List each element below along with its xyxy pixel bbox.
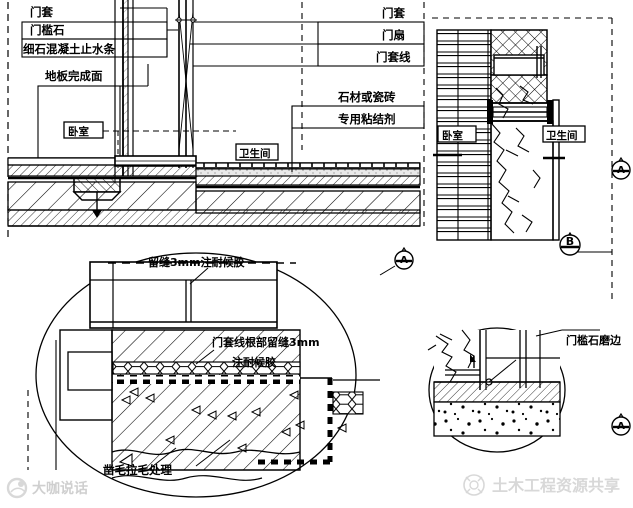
label-room-bath-2: 卫生间	[546, 129, 578, 142]
detail-b-field	[434, 330, 560, 388]
slab-joint-marks	[114, 156, 197, 213]
callout-letter-a1: A	[400, 255, 408, 266]
adhesive-layer	[195, 168, 421, 177]
watermark-left-logo	[6, 477, 28, 499]
label-room-bedroom-2: 卧室	[442, 129, 463, 142]
label-adhesive: 专用粘结剂	[338, 112, 396, 126]
callout-marker-a3	[611, 412, 631, 436]
label-stone-edge-grind: 门槛石磨边	[566, 333, 622, 347]
label-room-bedroom-1: 卧室	[68, 125, 89, 138]
stone-face-panel	[490, 120, 554, 241]
watermark-left-text: 大咖说话	[32, 480, 88, 497]
label-threshold-stone: 门槛石	[30, 23, 65, 37]
detail-dashrow	[113, 375, 300, 384]
section-top-left	[7, 0, 425, 276]
label-water-stop: 细石混凝土止水条	[23, 42, 115, 56]
callout-marker-b	[559, 231, 581, 256]
room-tag-bath-1	[235, 143, 279, 161]
leader-boxes-material	[291, 105, 425, 172]
room-tag-bath-2	[542, 125, 586, 143]
stone-face-texture	[491, 85, 541, 234]
aggregate-marks	[120, 387, 347, 453]
roughened-surface-line-2	[111, 475, 263, 481]
label-stone-or-tile: 石材或瓷砖	[337, 90, 396, 104]
label-sealant-inject: 注耐候胶	[232, 355, 276, 369]
detail-bubble-a	[27, 252, 380, 498]
watermark-right-logo	[463, 474, 485, 496]
detail-b-ellipse	[428, 327, 566, 453]
room-tag-bedroom-2	[437, 125, 477, 143]
callout-letter-b: B	[566, 235, 574, 248]
roughened-surface-line	[111, 448, 301, 456]
leader-boxes-right	[190, 21, 425, 67]
brick-course-lines	[437, 40, 491, 229]
callout-marker-a2	[611, 156, 631, 180]
screed-layer-left	[7, 164, 197, 177]
detail-casing-block	[89, 261, 278, 329]
room-tag-bedroom-1	[63, 121, 104, 139]
jamb-block-lower	[490, 74, 548, 106]
slab-soffit	[7, 209, 421, 227]
detail-b-leader	[535, 329, 600, 337]
detail-left-inner	[67, 351, 113, 391]
label-casing-line: 门套线	[376, 50, 411, 64]
detail-b-screed	[433, 381, 561, 403]
detail-hex-chunk	[332, 391, 364, 415]
door-frame-vertical	[114, 0, 197, 176]
detail-ellipse-outline	[35, 252, 357, 498]
jamb-frame-lines	[493, 46, 545, 78]
label-door-casing-2: 门套	[382, 6, 405, 20]
screed-layer-right	[195, 175, 421, 186]
watermark-layer: 大咖说话 土木工程资源共享	[6, 474, 620, 499]
detail-leaders	[118, 267, 231, 471]
label-joint-sealant: 留缝3mm注耐候胶	[148, 255, 245, 269]
label-floor-finish: 地板完成面	[45, 69, 103, 83]
section-right-wall	[432, 17, 631, 300]
label-door-casing-1: 门套	[30, 5, 53, 19]
detail-concrete-body	[111, 329, 301, 471]
callout-letter-a2: A	[617, 165, 625, 176]
label-roughening: 凿毛拉毛处理	[103, 463, 172, 477]
label-door-leaf: 门扇	[382, 28, 405, 42]
detail-hex-course	[112, 361, 301, 375]
label-room-bath-1: 卫生间	[239, 147, 271, 160]
detail-bubble-b	[427, 327, 631, 453]
label-layer: 门套 门槛石 细石混凝土止水条 地板完成面 门套 门扇 门套线 石材或瓷砖 专用…	[23, 5, 625, 477]
structural-slab-left	[7, 181, 197, 211]
callout-marker-a1	[379, 246, 414, 276]
bath-tile-layer	[195, 162, 421, 170]
watermark-right-text: 土木工程资源共享	[492, 476, 620, 495]
detail-b-substrate	[433, 401, 561, 437]
callout-letter-a3: A	[617, 421, 625, 432]
label-casing-base-gap: 门套线根部留缝3mm	[212, 335, 320, 349]
wall-finish-strip	[552, 99, 560, 241]
